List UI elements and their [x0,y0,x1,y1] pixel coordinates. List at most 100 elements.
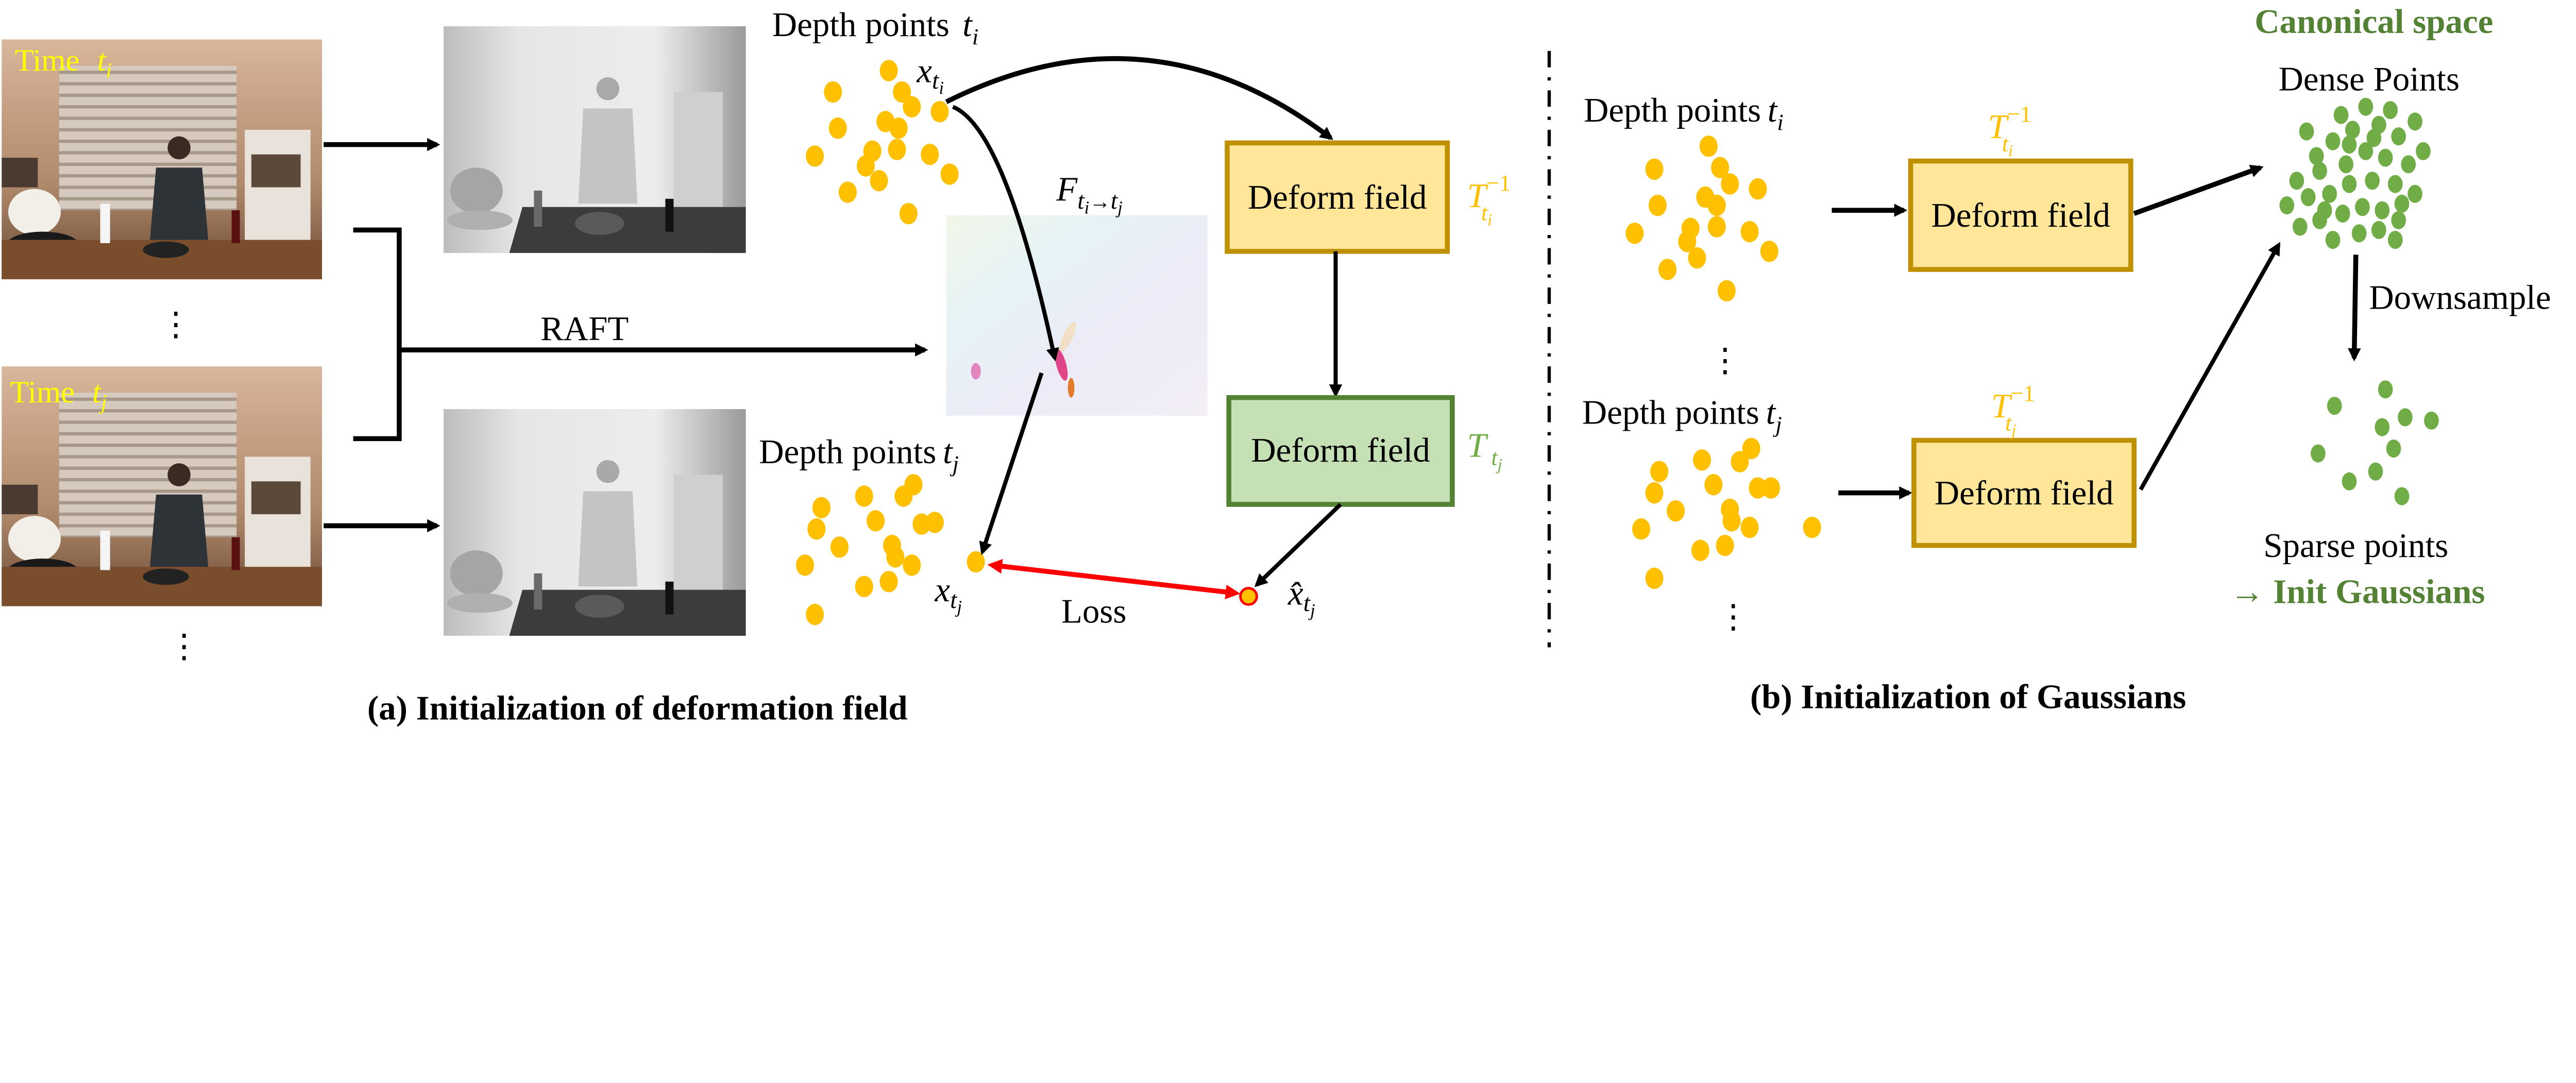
depth-points-tj-cluster-b [1632,437,1821,589]
point [2408,184,2422,203]
deform-field-tj-box: Deform field [1911,437,2137,548]
point [1717,280,1736,302]
point [889,117,908,139]
depth-map-ti [443,26,746,253]
point [2386,439,2401,458]
point [2317,201,2332,219]
point [1722,510,1741,532]
point [828,117,847,139]
point [1648,194,1667,216]
point [2292,217,2308,236]
point [1707,194,1726,216]
frames-bracket [353,227,402,442]
caption-b: (b) Initialization of Gaussians [1750,678,2186,716]
caption-a: (a) Initialization of deformation field [367,689,908,727]
point [855,485,873,507]
svg-text:Deform field: Deform field [1251,431,1430,469]
pipeline-diagram: Time ti ⋮ Time tj ⋮ RAFT Fti→tj [2,3,2551,727]
point [2312,162,2327,180]
point [1761,477,1781,499]
xhat-tj-point [1239,587,1258,606]
point [886,546,905,568]
point [870,170,888,192]
svg-text:Deform field: Deform field [1931,196,2110,234]
point [1691,539,1709,561]
x-ti-label: xti [916,52,944,97]
arrow-xti-through-flow [952,105,1059,362]
point [1740,516,1759,538]
svg-text:Deform field: Deform field [1935,474,2114,512]
point [1749,178,1767,200]
deform-field-inverse-box: Deform field [1225,140,1450,254]
point [830,536,849,558]
point [806,145,824,167]
point [1678,231,1697,252]
point [2335,205,2350,223]
point [855,576,873,598]
dense-points-label: Dense Points [2278,60,2460,98]
point [894,485,913,507]
point [1716,534,1734,556]
point [2333,106,2349,124]
point [2387,175,2403,193]
svg-text:Time tj: Time tj [10,375,107,414]
point [2375,201,2390,219]
point [925,512,944,533]
downsample-label: Downsample [2369,278,2551,316]
point [1740,221,1759,243]
point [2416,142,2431,160]
optical-flow-map [946,215,1208,416]
point [893,81,911,103]
point [2401,155,2416,174]
deform-field-forward-box: Deform field [1226,395,1455,507]
point [2368,462,2383,481]
point [2358,142,2374,160]
point [807,518,826,540]
point [1721,173,1739,195]
panel-a-deformation-init: Time ti ⋮ Time tj ⋮ RAFT Fti→tj [2,6,1511,727]
point [2327,397,2342,415]
xhat-tj-label: x̂tj [1287,574,1315,620]
video-frame-ti: Time ti [2,39,322,280]
point [2322,184,2337,203]
deform-field-ti-box: Deform field [1908,158,2133,272]
downsample-arrow [2348,255,2361,362]
point [2408,112,2422,131]
point [2279,196,2295,215]
frame-tj-label: Time [10,375,75,410]
point [2355,198,2370,216]
point [867,510,885,532]
point [879,60,898,81]
point [899,202,918,225]
point [1749,477,1767,499]
point [930,101,949,123]
point [879,571,898,593]
svg-text:Time ti: Time ti [15,43,112,82]
point [2387,231,2403,249]
arrow-deform-tj-to-canonical [2139,242,2281,491]
loss-double-arrow [987,559,1241,600]
svg-text:Deform field: Deform field [1248,178,1427,216]
point [967,551,985,573]
point [2375,418,2390,436]
point [2338,155,2353,174]
point [2391,127,2406,146]
init-gaussians-label: → Init Gaussians [2230,572,2485,611]
point [1693,449,1711,471]
point [888,139,906,160]
depth-points-ti-cluster-a [806,60,959,225]
sparse-points-cluster [2310,380,2439,505]
point [2299,122,2314,141]
point [2345,121,2360,139]
depth-points-tj-cluster-a [795,473,985,625]
point [2424,411,2439,430]
point [2394,194,2410,213]
point [2342,472,2357,490]
point [2366,129,2382,147]
point [2342,175,2357,193]
